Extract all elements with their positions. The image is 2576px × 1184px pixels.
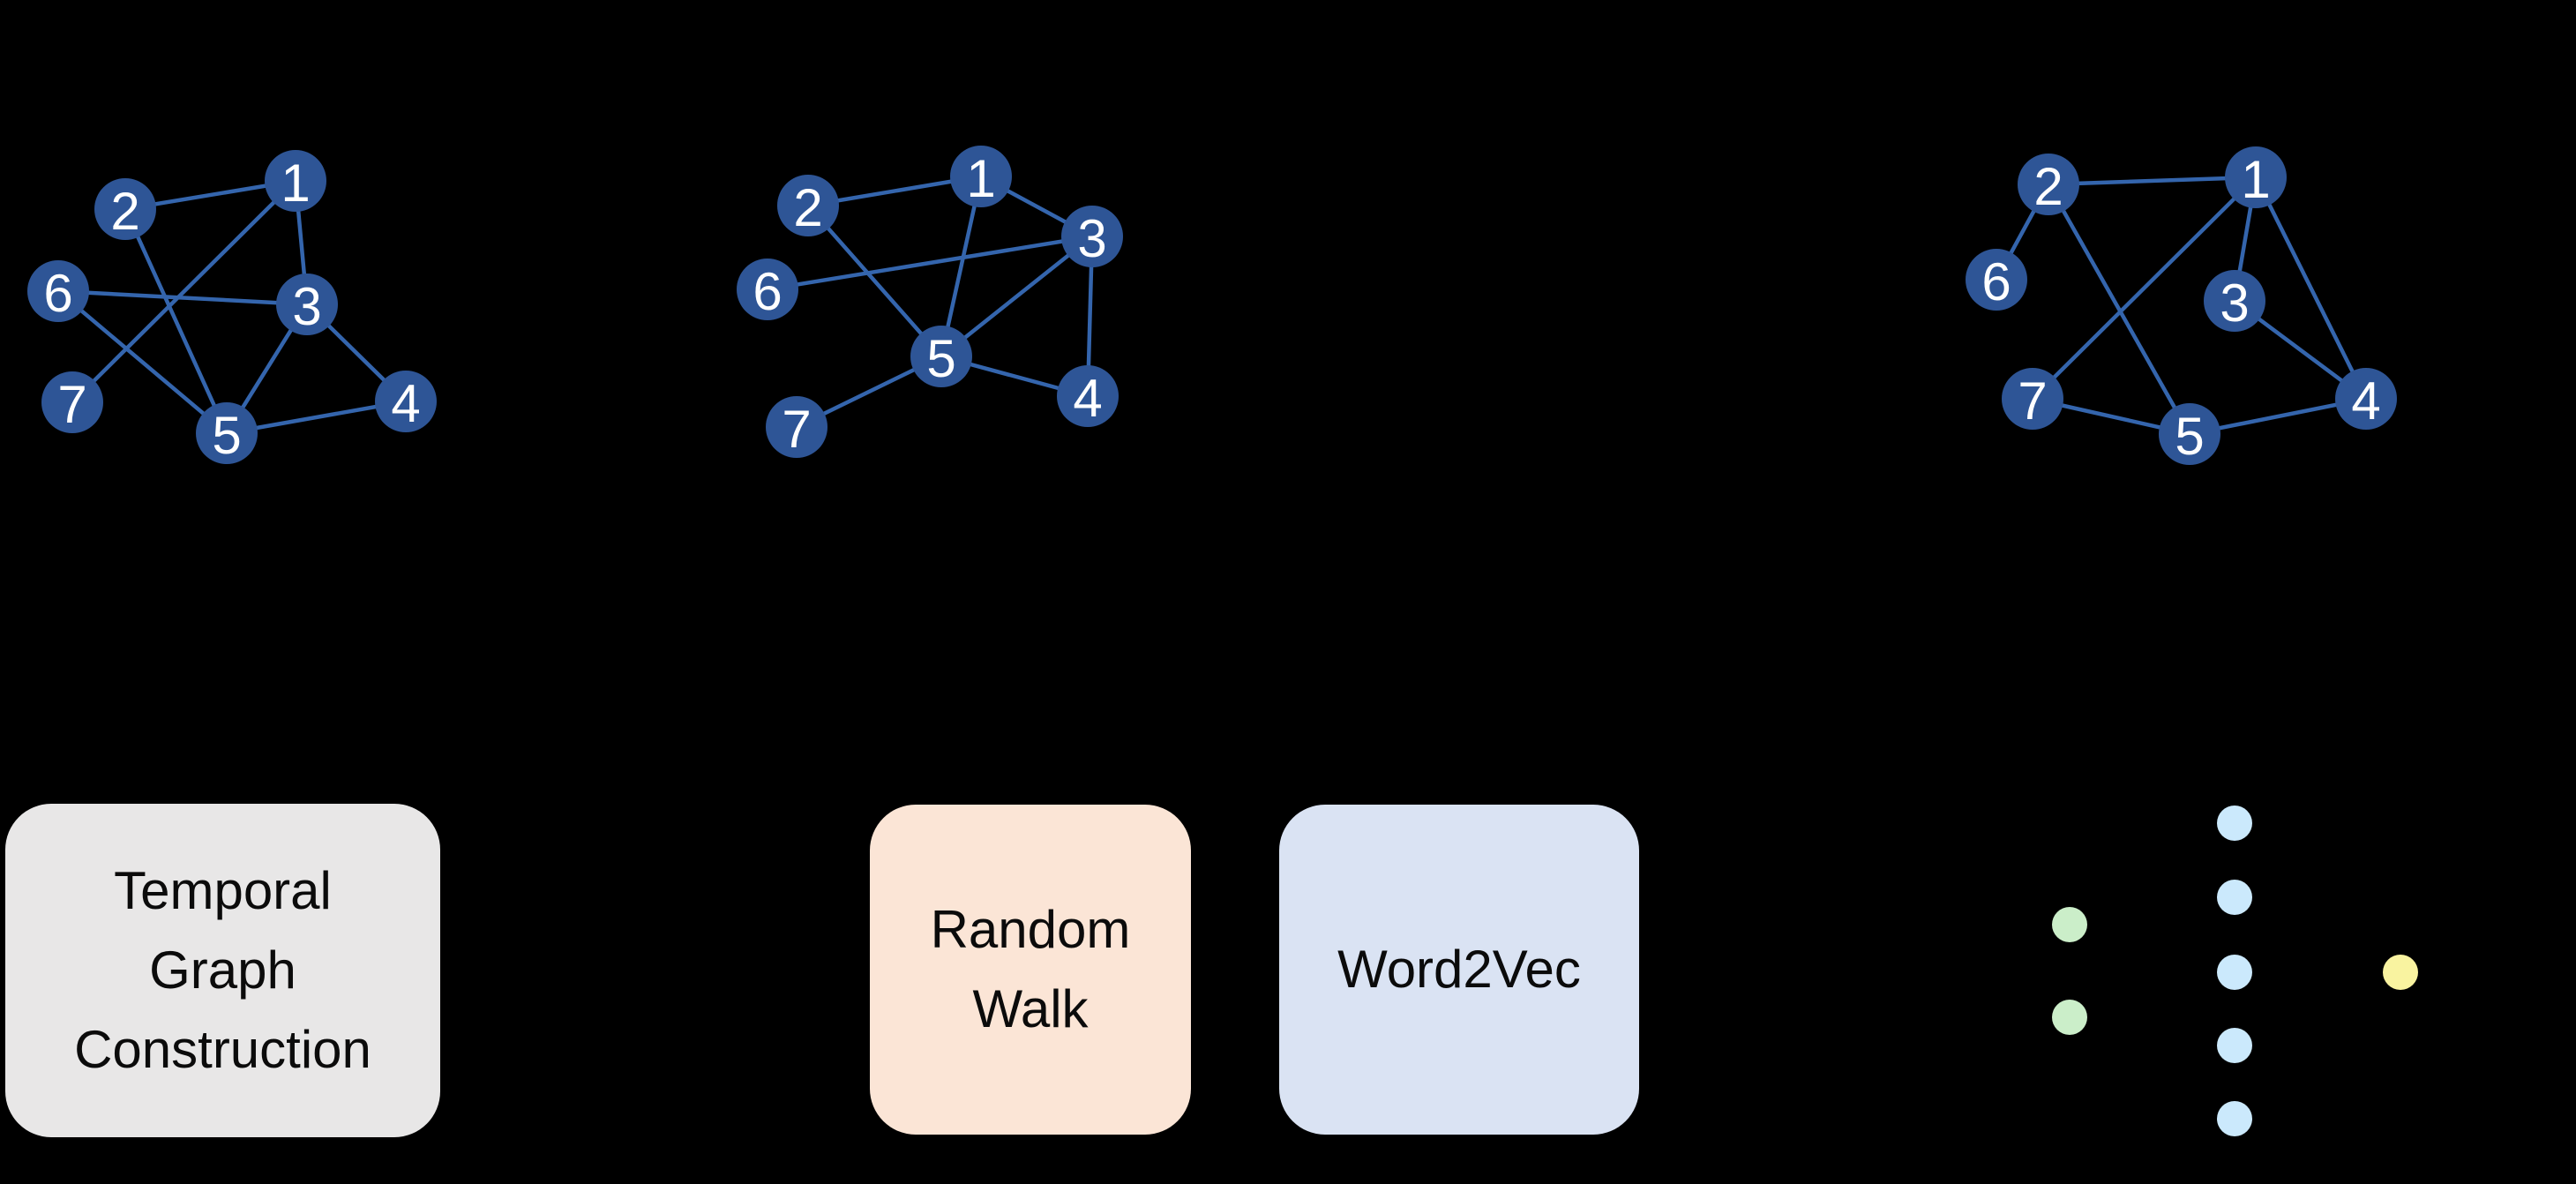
node-2 [2018,154,2079,215]
node-5-label: 5 [2175,407,2204,466]
node-4 [1057,365,1119,427]
node-2 [94,178,156,240]
temporal-graph-snapshot-T: 2 1 6 3 7 5 4 [1966,146,2397,466]
temporal-graph-snapshot-1: 1 26 3 7 5 4 [27,150,437,465]
node-5-label: 5 [212,406,241,465]
node-1-label: 1 [281,154,310,213]
hidden-layer-node-2 [2217,880,2252,915]
hidden-layer-node-1 [2217,806,2252,841]
hidden-layer-node-5 [2217,1101,2252,1136]
edge-3-5 [940,235,1094,358]
node-5 [2159,403,2220,465]
node-1-label: 1 [2241,150,2270,209]
edge-2-5 [2047,183,2191,436]
node-7 [2002,368,2063,430]
edge-5-6 [56,289,228,435]
node-3 [276,274,338,335]
node-4 [375,371,437,432]
edge-1-7 [2031,176,2258,401]
node-5-label: 5 [926,329,955,388]
node-3-label: 3 [2220,274,2249,333]
node-1 [950,146,1012,207]
node-6 [27,260,89,322]
node-7 [766,396,827,458]
hidden-layer-node-4 [2217,1028,2252,1063]
node-3 [1061,206,1123,267]
word2vec-label: Word2Vec [1337,940,1581,999]
node-4-label: 4 [2351,371,2380,431]
node-1 [265,150,326,212]
edge-3-6 [767,234,1093,292]
node-7-label: 7 [2018,371,2047,431]
node-3-label: 3 [1077,209,1106,268]
temporal-graph-snapshot-2: 1 2 3 6 5 7 4 [737,146,1123,459]
edge-1-7 [71,179,297,404]
node-7-label: 7 [57,375,86,434]
node-6-label: 6 [753,262,782,321]
temporal-graph-construction-label: Temporal Graph Construction [74,861,371,1079]
node-4-label: 4 [391,374,420,433]
node-6 [1966,249,2027,311]
node-6-label: 6 [1981,252,2011,311]
node-2-label: 2 [110,182,139,241]
edge-1-2 [2048,175,2257,187]
temporal-graph-construction-box: Temporal Graph Construction [5,804,440,1137]
edge-1-4 [2253,176,2369,401]
input-layer-node-2 [2052,1000,2087,1035]
node-6 [737,259,798,320]
node-5 [910,326,972,387]
node-1-label: 1 [966,149,995,208]
random-walk-label: Random Walk [930,900,1131,1038]
node-2 [777,175,839,236]
node-5 [196,402,258,464]
node-7 [41,371,103,433]
node-4 [2335,368,2397,430]
hidden-layer-node-3 [2217,955,2252,990]
edge-3-6 [57,289,308,307]
node-4-label: 4 [1073,369,1102,428]
embedding-network [2052,806,2418,1136]
input-layer-node-1 [2052,907,2087,942]
node-2-label: 2 [2033,157,2063,216]
random-walk-box: Random Walk [870,805,1191,1135]
output-layer-node-1 [2383,955,2418,990]
edge-2-5 [806,204,943,358]
node-7-label: 7 [782,400,811,459]
node-6-label: 6 [43,264,72,323]
node-3-label: 3 [292,277,321,336]
node-1 [2225,146,2287,208]
edge-2-5 [123,208,229,434]
node-2-label: 2 [793,178,822,237]
word2vec-box: Word2Vec [1279,805,1639,1135]
node-3 [2204,270,2265,332]
